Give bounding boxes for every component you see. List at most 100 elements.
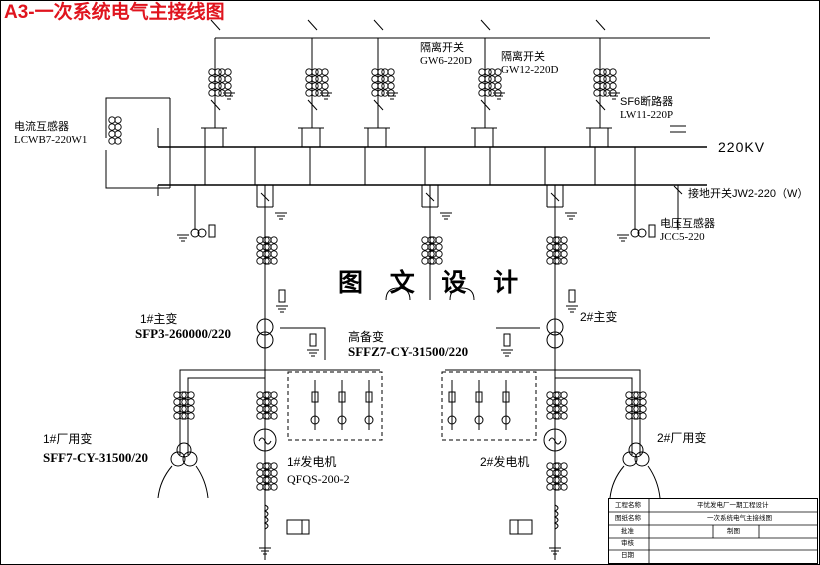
- aux1-winding-a: [176, 442, 192, 458]
- bay-ct-coil: [377, 89, 385, 97]
- earth-switch-label: 接地开关JW2-220（W）: [688, 188, 809, 200]
- pt-winding: [630, 228, 640, 238]
- branch-coil: [546, 243, 554, 251]
- gen-coil: [546, 476, 554, 484]
- bay-ct-coil: [478, 89, 486, 97]
- cab1-motor: [337, 415, 347, 425]
- gen-coil: [560, 469, 568, 477]
- standby-name: 高备变: [348, 330, 385, 344]
- branch-coil: [546, 236, 554, 244]
- ct-coil: [108, 137, 116, 145]
- bay-ct-coil-b: [488, 75, 496, 83]
- branch-coil: [256, 243, 264, 251]
- bay-ct-coil: [599, 75, 607, 83]
- aux-coil: [631, 412, 639, 420]
- tb-drawn-label: 制图: [727, 528, 740, 535]
- ct-coil: [114, 137, 122, 145]
- branch-coil: [262, 243, 270, 251]
- t1-neutral: [280, 327, 326, 360]
- ct-wire-bottom: [105, 150, 170, 189]
- gen1-symbol: [253, 428, 277, 452]
- bay-ct-coil-b: [603, 68, 611, 76]
- cabinet-2: [441, 371, 537, 441]
- bay-ct-coil: [311, 68, 319, 76]
- branch-coil: [256, 250, 264, 258]
- bay-ct-coil-b: [387, 68, 395, 76]
- bay-switch-top: [307, 19, 318, 31]
- aux-coil: [625, 391, 633, 399]
- gw6-name: 隔离开关: [420, 42, 464, 54]
- bay-ct-coil: [311, 89, 319, 97]
- aux-coil: [631, 391, 639, 399]
- bay-ct-coil-b: [224, 68, 232, 76]
- bay-ct-coil-b: [315, 82, 323, 90]
- aux1-feed-a: [179, 369, 265, 455]
- ct-wire-top: [105, 97, 170, 138]
- bay-ct-coil: [208, 75, 216, 83]
- gen-coil: [552, 412, 560, 420]
- aux-coil: [179, 398, 187, 406]
- aux1-model: SFF7-CY-31500/20: [43, 450, 148, 465]
- ct-coil: [114, 130, 122, 138]
- branch-coil: [546, 257, 554, 265]
- cab2-breaker: [448, 391, 456, 403]
- branch-coil: [560, 236, 568, 244]
- bay-ct-coil: [208, 82, 216, 90]
- bay-switch: [480, 99, 491, 111]
- pt-winding: [190, 228, 200, 238]
- aux2-winding-b: [634, 451, 650, 467]
- branch-coil: [256, 236, 264, 244]
- aux-coil: [625, 405, 633, 413]
- bay-ct-coil: [377, 82, 385, 90]
- aux-coil: [625, 398, 633, 406]
- bay-ct-coil: [214, 82, 222, 90]
- gen-coil: [256, 476, 264, 484]
- gen-coil: [560, 412, 568, 420]
- bay-ct-coil: [593, 75, 601, 83]
- bay-ct-coil: [371, 68, 379, 76]
- pt-fuse: [208, 224, 216, 238]
- bay-ct-coil: [478, 82, 486, 90]
- cabinet-1: [287, 371, 383, 441]
- gen-coil: [262, 412, 270, 420]
- bay-ct-coil-b: [321, 75, 329, 83]
- bay-ct-coil: [311, 75, 319, 83]
- gen-coil: [270, 483, 278, 491]
- aux-coil: [173, 412, 181, 420]
- bay-ct-coil-b: [321, 68, 329, 76]
- cab2-motor: [447, 415, 457, 425]
- ct-model: LCWB7-220W1: [14, 134, 88, 146]
- branch-coil: [435, 257, 443, 265]
- branch-coil: [552, 236, 560, 244]
- watermark: 图 文 设 计: [338, 268, 528, 297]
- gen-coil: [262, 391, 270, 399]
- aux1-winding-c: [170, 451, 186, 467]
- bay-ct-coil-b: [381, 68, 389, 76]
- aux-coil: [187, 405, 195, 413]
- branch-fuse: [568, 289, 576, 303]
- bay-ct-coil: [593, 89, 601, 97]
- gen-coil: [256, 469, 264, 477]
- branch-coil: [262, 250, 270, 258]
- aux-coil: [179, 405, 187, 413]
- branch-coil: [421, 257, 429, 265]
- branch-coil: [262, 257, 270, 265]
- gen-coil: [546, 412, 554, 420]
- t2-name: 2#主变: [580, 310, 618, 324]
- gen-coil: [270, 405, 278, 413]
- gen-coil: [560, 405, 568, 413]
- gen-coil: [546, 483, 554, 491]
- pt-winding: [637, 228, 647, 238]
- gen-coil: [256, 405, 264, 413]
- branch-coil: [560, 257, 568, 265]
- bay-ct-coil-b: [609, 68, 617, 76]
- aux-coil: [639, 391, 647, 399]
- aux-coil: [173, 391, 181, 399]
- gen-coil: [546, 469, 554, 477]
- bay-switch-top: [595, 19, 606, 31]
- branch-coil: [427, 236, 435, 244]
- gen1-wave: [258, 437, 272, 445]
- bay-ct-coil: [377, 75, 385, 83]
- bay-ct-coil: [484, 82, 492, 90]
- branch-coil: [552, 243, 560, 251]
